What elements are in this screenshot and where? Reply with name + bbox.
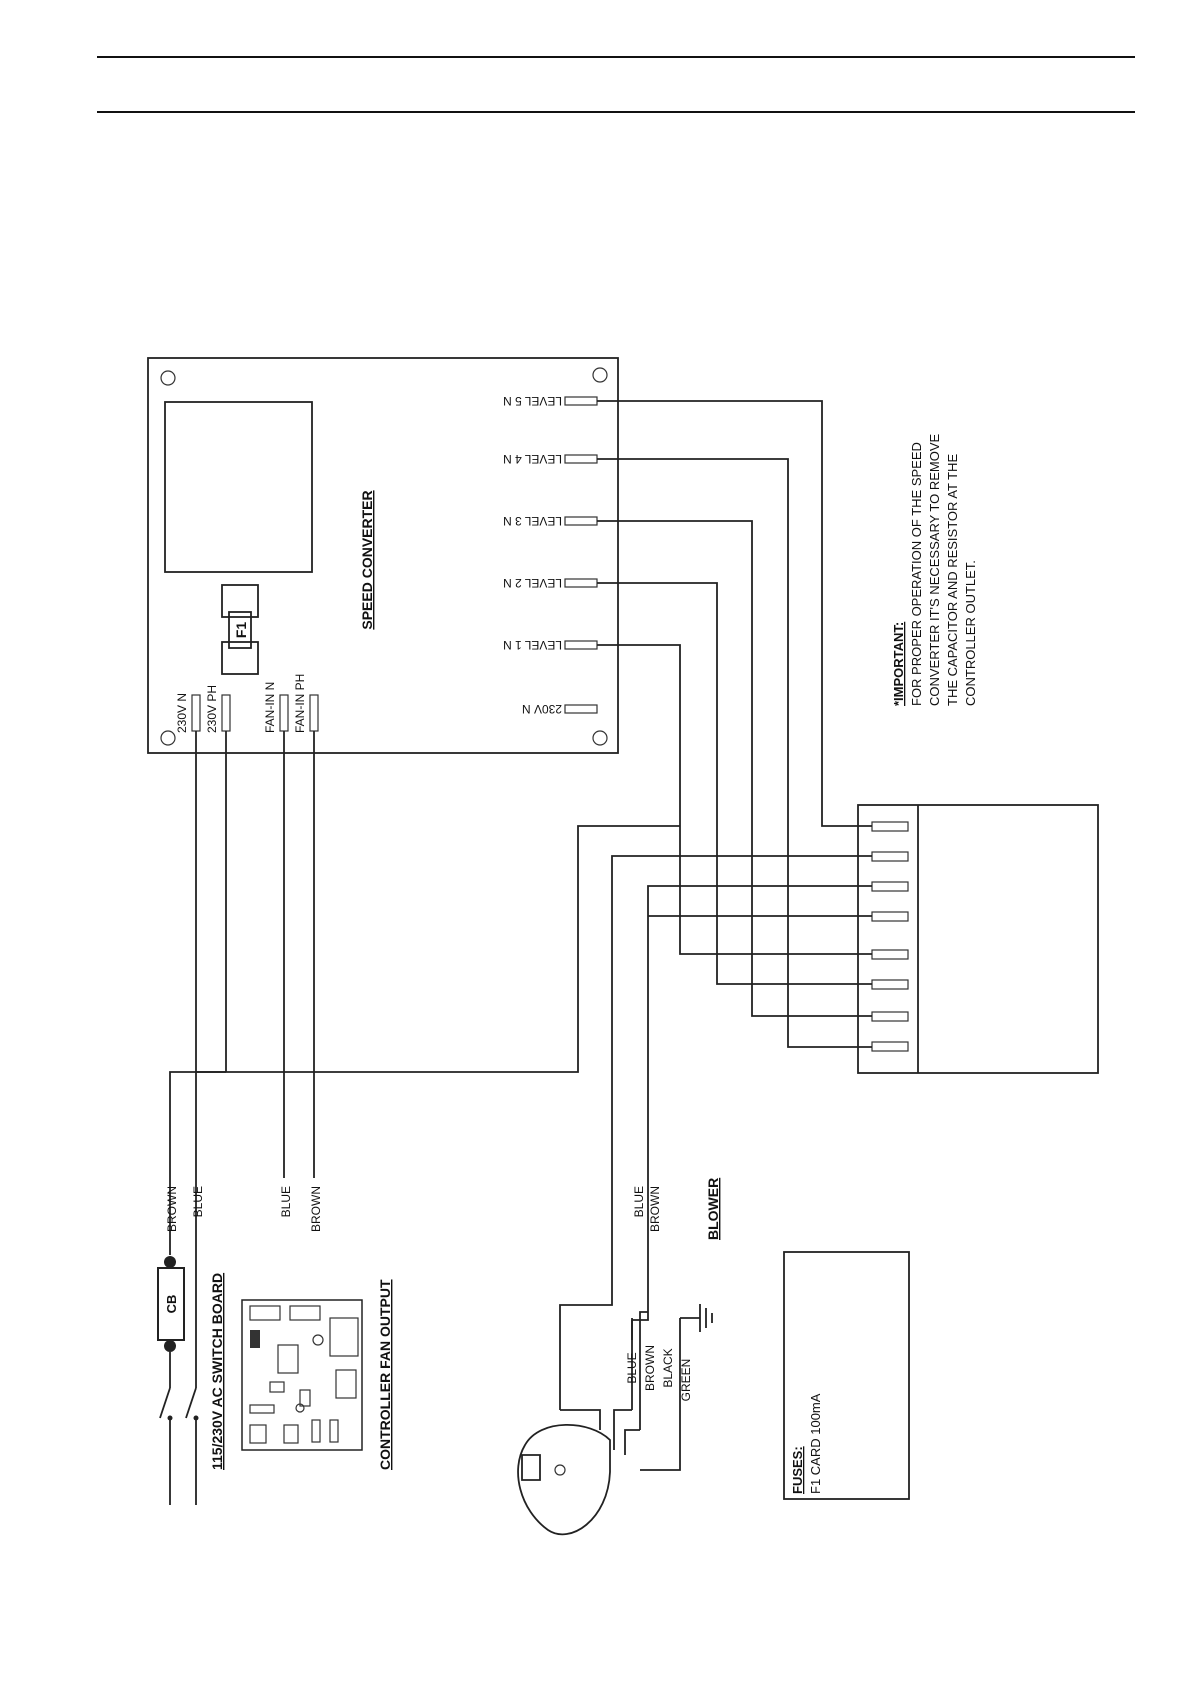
terminal-fan-in-n	[279, 694, 289, 732]
controller-wire-label: BLUE	[279, 1186, 293, 1217]
input-label: 230V PH	[205, 685, 219, 733]
switch-icon	[159, 1387, 171, 1419]
controller-wire-label: BROWN	[309, 1186, 323, 1232]
controller-title: CONTROLLER FAN OUTPUT	[377, 1279, 393, 1470]
switchboard-wire-label: BROWN	[165, 1186, 179, 1232]
mounting-hole-icon	[160, 730, 176, 746]
fuse-holder	[221, 641, 259, 675]
level-label: LEVEL 3 N	[503, 514, 562, 528]
blower-supply-label: BLUE	[632, 1186, 646, 1217]
circuit-breaker	[157, 1267, 185, 1341]
mounting-hole-icon	[592, 367, 608, 383]
blower-fan-icon	[517, 1424, 611, 1536]
mounting-hole-icon	[592, 730, 608, 746]
terminal-block	[857, 804, 1099, 1074]
cb-terminal-icon	[164, 1340, 176, 1352]
header-rule-top	[97, 56, 1135, 58]
level-label: LEVEL 5 N	[503, 394, 562, 408]
blower-wire-label: BLACK	[661, 1348, 675, 1387]
circuit-breaker-label: CB	[164, 1295, 179, 1314]
terminal-230v-n-out	[564, 704, 598, 714]
terminal-level-2	[564, 578, 598, 588]
note-line: CONVERTER IT'S NECESSARY TO REMOVE	[927, 433, 942, 706]
blower-supply-label: BROWN	[648, 1186, 662, 1232]
note-line: CONTROLLER OUTLET.	[963, 560, 978, 706]
level-wires	[597, 400, 872, 1048]
fuse-holder	[221, 584, 259, 618]
switchboard-title: 115/230V AC SWITCH BOARD	[209, 1273, 225, 1470]
level-label: 230V N	[522, 702, 562, 716]
blower-wire-label: GREEN	[679, 1359, 693, 1402]
fuses-heading: FUSES:	[790, 1446, 805, 1494]
level-label: LEVEL 2 N	[503, 576, 562, 590]
controller-fan-output: BLUE BROWN CONTROLLER FAN OUTPUT	[241, 1186, 393, 1470]
converter-title: SPEED CONVERTER	[359, 490, 375, 629]
transformer-block	[164, 401, 313, 573]
level-label: LEVEL 4 N	[503, 452, 562, 466]
blower-wire-label: BROWN	[643, 1345, 657, 1391]
level-label: LEVEL 1 N	[503, 638, 562, 652]
note-heading: *IMPORTANT:	[891, 622, 906, 706]
speed-converter-board: F1 SPEED CONVERTER 230V N 230V PH FAN-IN…	[147, 357, 619, 754]
terminal-230v-ph	[221, 694, 231, 732]
terminal-230v-n	[191, 694, 201, 732]
fuse-body	[228, 611, 252, 649]
controller-board-icon	[241, 1299, 363, 1451]
input-label: FAN-IN PH	[293, 674, 307, 733]
blower-title: BLOWER	[705, 1178, 721, 1240]
input-label: FAN-IN N	[263, 682, 277, 733]
terminal-level-3	[564, 516, 598, 526]
terminal-level-1	[564, 640, 598, 650]
switchboard-wire-label: BLUE	[191, 1186, 205, 1217]
blower-wire-label: BLUE	[625, 1352, 639, 1383]
cb-terminal-icon	[164, 1256, 176, 1268]
switch-board: BROWN BLUE CB 115/230V AC SWITCH BOARD	[157, 1178, 225, 1505]
switch-icon	[185, 1387, 197, 1419]
important-note: *IMPORTANT: FOR PROPER OPERATION OF THE …	[891, 433, 978, 706]
fuses-line: F1 CARD 100mA	[808, 1393, 823, 1494]
blower: BLUE BROWN BLOWER BLUE BROWN BLACK GREEN	[517, 1178, 721, 1536]
fuse-label: F1	[233, 622, 249, 639]
terminal-level-4	[564, 454, 598, 464]
mounting-hole-icon	[160, 370, 176, 386]
fuses-box: FUSES: F1 CARD 100mA	[783, 1251, 910, 1500]
input-label: 230V N	[175, 693, 189, 733]
note-line: THE CAPACITOR AND RESISTOR AT THE	[945, 454, 960, 706]
note-line: FOR PROPER OPERATION OF THE SPEED	[909, 442, 924, 706]
terminal-fan-in-ph	[309, 694, 319, 732]
terminal-level-5	[564, 396, 598, 406]
level-terminals: LEVEL 5 N LEVEL 4 N LEVEL 3 N LEVEL 2 N …	[503, 394, 598, 716]
supply-wires	[169, 731, 872, 1178]
header-rule-bottom	[97, 111, 1135, 113]
